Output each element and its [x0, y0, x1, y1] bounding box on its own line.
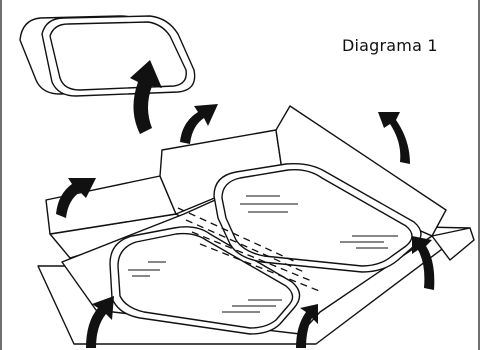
curved-up-arrow-icon — [378, 112, 410, 164]
removed-lids — [20, 16, 195, 96]
lid-front — [42, 16, 195, 96]
curved-up-arrow-icon — [180, 104, 218, 144]
